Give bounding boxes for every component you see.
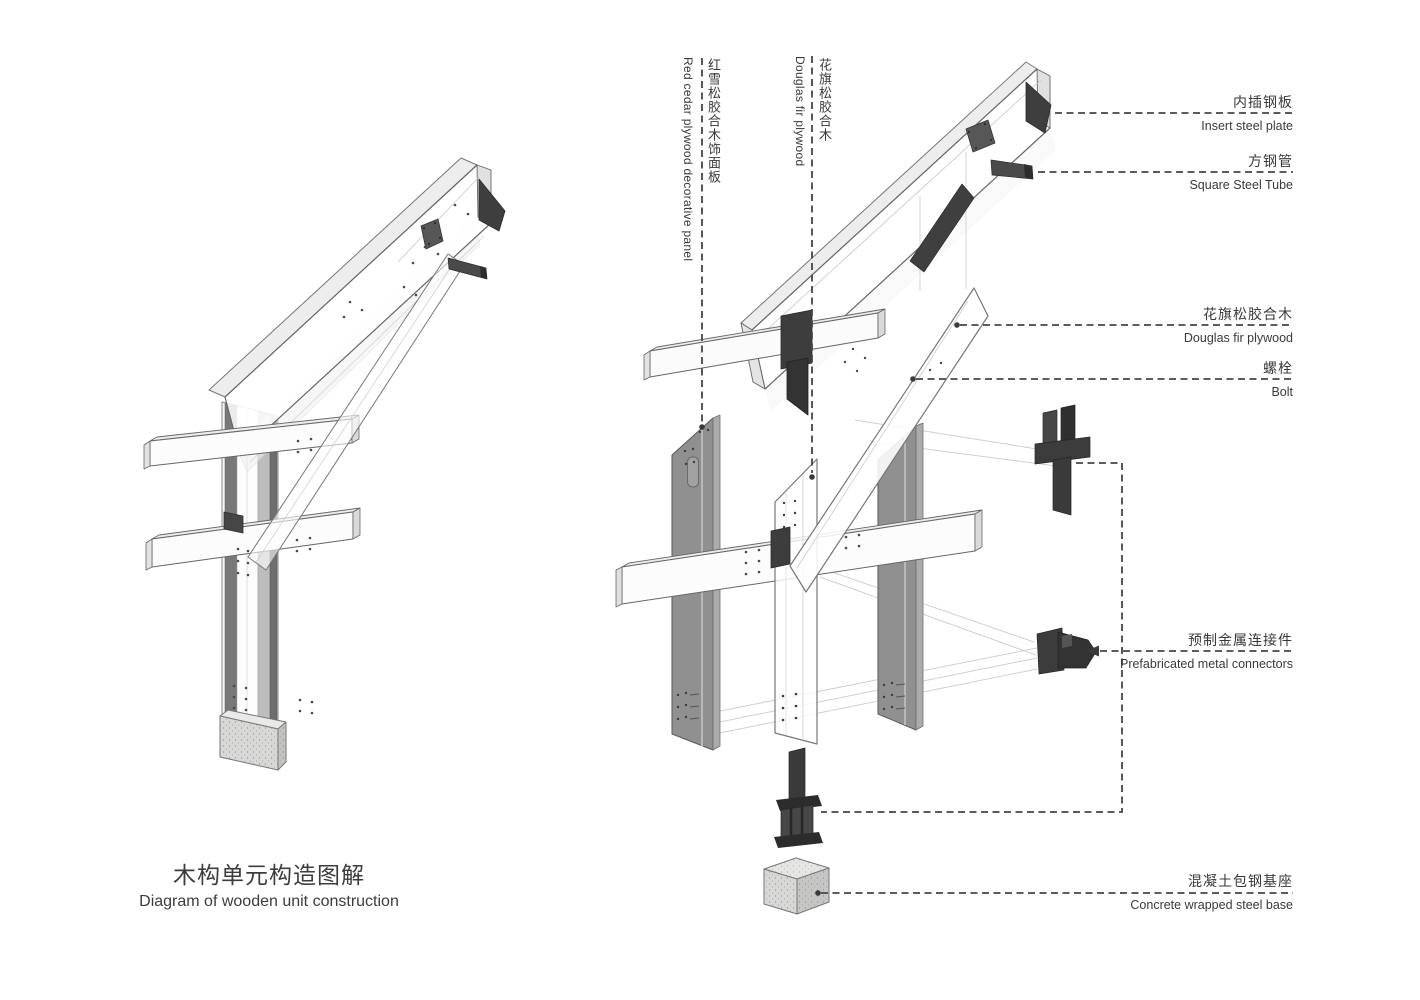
label-insert-steel-plate: 内插钢板 Insert steel plate [1201, 93, 1293, 134]
label-douglas-fir-vertical-en: Douglas fir plywood [793, 56, 807, 167]
metal-connector-upper [1034, 404, 1091, 516]
label-bolt: 螺栓 Bolt [1263, 359, 1293, 400]
insert-steel-plate-part [965, 81, 1052, 153]
label-prefab-metal-connectors-en: Prefabricated metal connectors [1119, 657, 1293, 671]
page-title-zh: 木构单元构造图解 [173, 862, 365, 888]
square-steel-tube-part [990, 159, 1034, 180]
steel-connector-block [223, 511, 244, 534]
label-concrete-steel-base: 混凝土包钢基座 Concrete wrapped steel base [1130, 872, 1293, 913]
cedar-panel-right [877, 422, 924, 731]
label-red-cedar-panel-zh: 红雪松胶合木饰面板 [706, 58, 721, 184]
knee-brace-exploded [789, 287, 989, 593]
exploded-view-drawing [615, 61, 1097, 915]
page-title-en: Diagram of wooden unit construction [139, 893, 399, 910]
steel-base-pedestal [774, 747, 823, 848]
leader-arrow [1086, 645, 1099, 657]
label-prefab-metal-connectors: 预制金属连接件 Prefabricated metal connectors [1120, 631, 1293, 672]
label-douglas-fir-plywood-en: Douglas fir plywood [1183, 331, 1293, 345]
steel-blade-plate [909, 183, 975, 273]
label-square-steel-tube-zh: 方钢管 [1248, 153, 1293, 169]
leader-lines [701, 56, 1293, 894]
bolt-marks [232, 203, 470, 715]
label-douglas-fir-plywood-zh: 花旗松胶合木 [1203, 306, 1293, 322]
label-prefab-metal-connectors-zh: 预制金属连接件 [1188, 632, 1293, 648]
label-concrete-steel-base-en: Concrete wrapped steel base [1130, 898, 1293, 912]
label-insert-steel-plate-en: Insert steel plate [1201, 119, 1293, 133]
label-square-steel-tube: 方钢管 Square Steel Tube [1189, 152, 1293, 193]
label-square-steel-tube-en: Square Steel Tube [1189, 178, 1293, 192]
steel-t-connector [780, 309, 813, 416]
label-douglas-fir-vertical-zh: 花旗松胶合木 [817, 58, 832, 142]
label-red-cedar-panel-en: Red cedar plywood decorative panel [681, 57, 695, 262]
title-block: 木构单元构造图解 Diagram of wooden unit construc… [128, 856, 410, 911]
label-concrete-steel-base-zh: 混凝土包钢基座 [1188, 873, 1293, 889]
assembled-unit-drawing [143, 157, 506, 771]
concrete-base [219, 709, 287, 771]
horizontal-beam-upper [143, 414, 360, 470]
label-douglas-fir-plywood: 花旗松胶合木 Douglas fir plywood [1184, 305, 1293, 346]
insert-steel-plate-assembled [420, 178, 506, 280]
label-bolt-zh: 螺栓 [1263, 360, 1293, 376]
horizontal-beam-lower [145, 507, 361, 571]
label-insert-steel-plate-zh: 内插钢板 [1233, 94, 1293, 110]
label-bolt-en: Bolt [1271, 385, 1293, 399]
concrete-block [763, 857, 830, 915]
metal-connector-lower [1036, 627, 1097, 675]
leader-dots [699, 322, 1099, 896]
column-exploded [770, 458, 818, 745]
